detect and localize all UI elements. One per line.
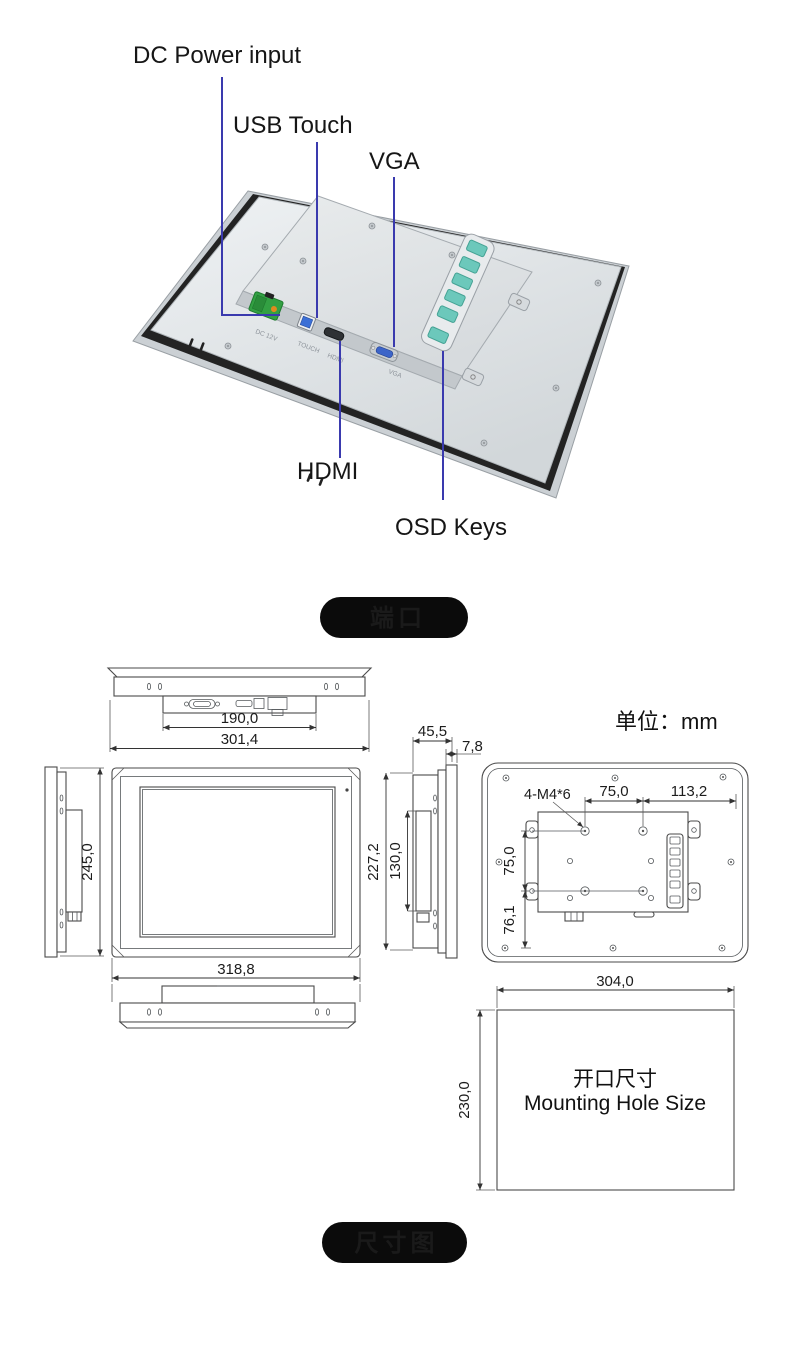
ports-badge-text: 端口 [370,605,426,632]
top-view-drawing: 190,0 301,4 [106,667,373,752]
engraving-vga: VGA [387,368,403,380]
osd-key-strip [421,233,495,352]
top-view-connectors [184,697,288,716]
rear-bottom-connectors [564,911,655,922]
dim-rear-bottom-span: 76,1 [501,905,518,934]
dim-side-bezel: 7,8 [462,738,483,755]
mounting-label-cn: 开口尺寸 [573,1068,657,1091]
dim-rear-right-span: 113,2 [671,783,707,800]
dimensions-badge-text: 尺寸图 [355,1230,439,1257]
dim-front-width: 318,8 [217,961,255,978]
dim-side-box-height: 130,0 [387,842,404,880]
dc-power-port [248,291,284,321]
vesa-holes [532,826,655,902]
label-osd-keys: OSD Keys [395,514,507,541]
dimensions-badge: 尺寸图 [322,1222,467,1263]
bottom-view-drawing [111,984,361,1029]
front-view-drawing: 318,8 [111,767,361,982]
dim-top-outer-width: 301,4 [221,731,259,748]
label-dc-power-input: DC Power input [133,42,301,69]
label-usb-touch: USB Touch [233,112,353,139]
dim-side-height: 227,2 [365,843,382,881]
rear-osd-strip [666,833,684,909]
vga-port [369,342,399,362]
rear-frame-screws [495,773,735,952]
box-screws [299,222,456,265]
dim-rear-screw-spec: 4-M4*6 [524,787,571,803]
usb-touch-port [296,312,317,332]
dim-mounting-height: 230,0 [456,1081,473,1119]
leader-lines [221,77,444,500]
label-vga: VGA [369,148,420,175]
left-side-view-drawing: 245,0 [44,766,104,958]
device-3d-view: DC 12V TOUCH HDMI VGA [132,190,630,499]
panel-screws [224,243,602,447]
unit-label: 单位：mm [615,709,718,734]
right-side-view-drawing: 45,5 7,8 227,2 130,0 [365,723,483,959]
dim-front-height: 245,0 [79,843,96,881]
hero-labels: DC Power input USB Touch VGA HDMI OSD Ke… [133,42,507,541]
bezel-slots [188,338,324,486]
power-led [345,788,349,792]
mounting-hole-drawing: 304,0 230,0 开口尺寸 Mounting Hole Size [456,973,735,1191]
label-hdmi: HDMI [297,458,358,485]
dim-side-depth: 45,5 [418,723,447,740]
mounting-label-en: Mounting Hole Size [524,1092,706,1115]
rear-view-drawing: 4-M4*6 75,0 113,2 75,0 76,1 [481,762,749,963]
hdmi-port [323,327,345,341]
dim-top-inner-width: 190,0 [221,710,259,727]
ports-badge: 端口 [320,597,468,638]
leader-dc [221,77,280,316]
rear-ear-tabs [525,820,701,901]
mounting-tabs [461,292,531,387]
dim-mounting-width: 304,0 [596,973,634,990]
dim-rear-vesa-vertical: 75,0 [501,846,518,875]
dim-rear-hole-span: 75,0 [599,783,628,800]
